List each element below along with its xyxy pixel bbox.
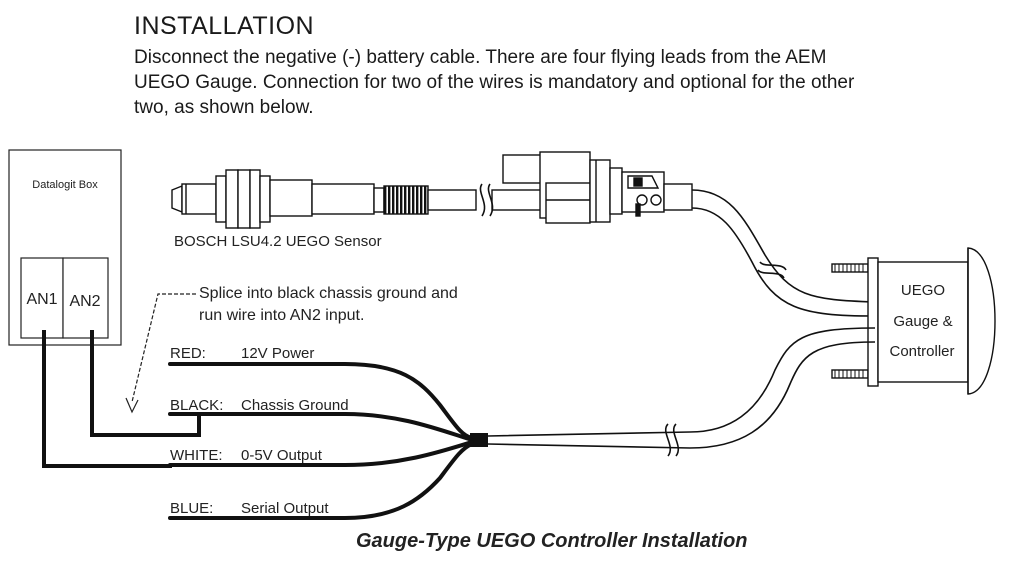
uego-sensor xyxy=(171,169,543,229)
intro-line: UEGO Gauge. Connection for two of the wi… xyxy=(134,72,855,93)
cable-break-mark xyxy=(757,261,787,279)
gauge-label-line: Gauge & xyxy=(893,313,952,330)
wire-desc-label: Chassis Ground xyxy=(241,397,349,414)
gauge-label-line: UEGO xyxy=(901,282,945,299)
wire-color-label: WHITE: xyxy=(170,447,223,464)
an2-terminal xyxy=(62,257,109,339)
wire-desc-label: 12V Power xyxy=(241,345,314,362)
gauge-harness xyxy=(487,327,876,449)
wire-desc-label: Serial Output xyxy=(241,500,329,517)
wire-color-label: BLUE: xyxy=(170,500,213,517)
splice-note-line: Splice into black chassis ground and xyxy=(199,285,458,302)
datalogit-wiring xyxy=(42,330,201,468)
wire-color-label: RED: xyxy=(170,345,206,362)
section-heading: INSTALLATION xyxy=(134,12,315,40)
intro-paragraph: Disconnect the negative (-) battery cabl… xyxy=(134,45,1014,120)
splice-arrowhead xyxy=(125,397,139,414)
datalogit-title: Datalogit Box xyxy=(32,179,98,191)
sensor-label: BOSCH LSU4.2 UEGO Sensor xyxy=(174,233,382,250)
an2-label: AN2 xyxy=(69,293,100,310)
splice-note-line: run wire into AN2 input. xyxy=(199,307,364,324)
sensor-to-gauge-cable xyxy=(691,189,876,317)
wire-color-label: BLACK: xyxy=(170,397,223,414)
intro-line: two, as shown below. xyxy=(134,97,314,118)
gauge-label-line: Controller xyxy=(889,343,954,360)
figure-caption: Gauge-Type UEGO Controller Installation xyxy=(356,530,748,552)
an1-label: AN1 xyxy=(26,291,57,308)
wire-desc-label: 0-5V Output xyxy=(241,447,323,464)
intro-line: Disconnect the negative (-) battery cabl… xyxy=(134,47,827,68)
wire-splice-junction xyxy=(470,433,488,447)
datalogit-box: Datalogit Box AN1 AN2 xyxy=(8,149,122,346)
splice-leader-arrow xyxy=(131,293,196,403)
flying-leads xyxy=(168,362,474,520)
sensor-connector xyxy=(502,151,693,224)
cable-break-mark xyxy=(479,183,494,217)
cable-break-mark xyxy=(664,423,680,457)
uego-gauge-controller xyxy=(831,247,996,395)
